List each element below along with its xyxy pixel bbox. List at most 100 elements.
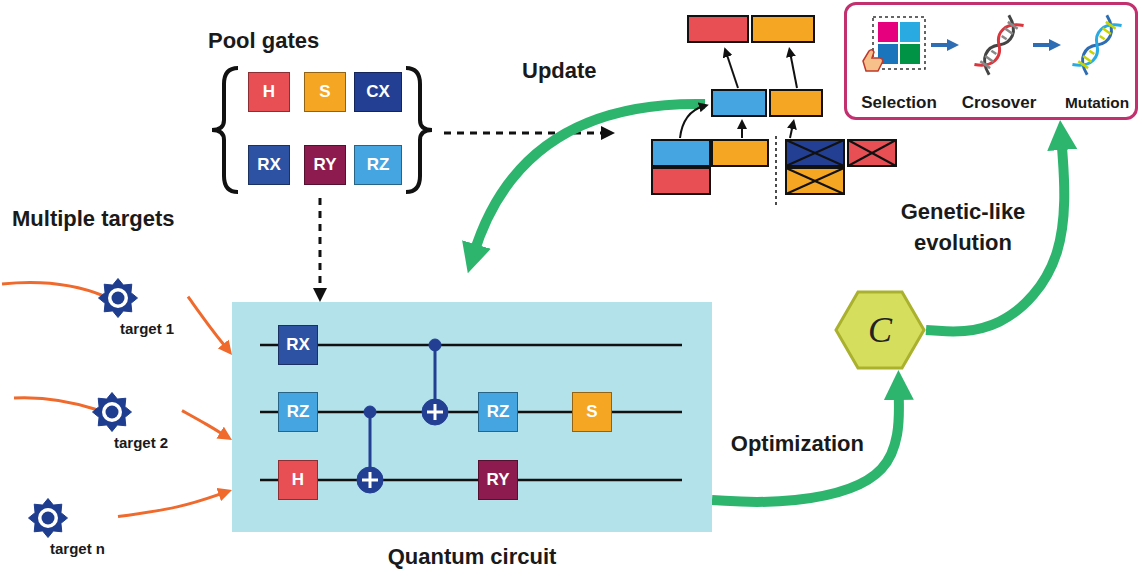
gate-label: H xyxy=(263,82,275,102)
gate-blocks-part xyxy=(848,140,896,166)
evolution-box-art-part xyxy=(1072,15,1121,74)
target-icon: target 2 xyxy=(92,392,182,454)
target-arrow xyxy=(182,411,225,436)
gate-blocks-part xyxy=(848,140,896,166)
dashed-arrow xyxy=(318,198,321,294)
gate-pool: Pool gatesHSCXRXRYRZ xyxy=(200,28,440,198)
gate-label: S xyxy=(319,82,330,102)
quantum-circuit-art-part xyxy=(429,339,441,351)
quantum-circuit-art-part xyxy=(357,339,448,493)
gate-label: RZ xyxy=(287,402,310,422)
hadamard-gate: H xyxy=(248,72,290,112)
gate-blocks-part xyxy=(848,140,896,166)
quantum-circuit-art-part xyxy=(422,399,448,425)
evolution-box-art-part xyxy=(1033,43,1055,47)
block-arrows-part xyxy=(790,124,793,138)
rotation-gate: RZ xyxy=(354,145,402,185)
block-arrows-part xyxy=(680,106,704,138)
dashed-arrow xyxy=(444,132,607,135)
evolution-box-art-part xyxy=(980,22,1017,68)
rotation-gate: RX xyxy=(248,145,290,185)
block-arrows-part xyxy=(741,124,743,138)
target-trail xyxy=(14,398,98,410)
gate-blocks-part xyxy=(786,168,844,194)
gate-blocks-part xyxy=(786,168,844,194)
gate-blocks-part xyxy=(652,140,710,166)
block-arrows-part xyxy=(726,52,738,88)
evolution-box-art-part xyxy=(974,15,1023,74)
target-arrow xyxy=(118,493,224,517)
evolution-box-art-part xyxy=(1072,15,1121,74)
gate-label: RZ xyxy=(487,402,510,422)
target-icon-art-part xyxy=(29,499,68,538)
evolution-box-art-part xyxy=(974,15,1023,74)
quantum-circuit-art-part xyxy=(260,344,682,347)
cnot-gate: CX xyxy=(354,72,402,112)
gate-blocks-part xyxy=(786,140,844,166)
gate-label: S xyxy=(586,402,597,422)
evolution-box-art-part xyxy=(1008,22,1018,29)
block-arrows xyxy=(680,52,797,138)
evolution-box-art-part xyxy=(900,22,920,42)
target-icon-art-part xyxy=(108,288,128,308)
target-icon: target 1 xyxy=(98,278,188,340)
gate-label: RY xyxy=(487,470,510,490)
quantum-circuit-art-part xyxy=(364,406,376,418)
gate-pool-art-part xyxy=(406,68,432,192)
evolution-box: Selection Crosover Mutation xyxy=(844,2,1138,120)
quantum-circuit-art-part xyxy=(260,345,682,480)
target-trail xyxy=(2,283,104,297)
evo-text: Crosover xyxy=(962,93,1037,113)
quantum-circuit-art-part xyxy=(260,411,682,414)
caption-label: Multiple targets xyxy=(10,206,177,232)
evolution-box-art-part xyxy=(985,56,993,62)
evolution-box-art-part xyxy=(1005,28,1013,34)
target-icon-art-part xyxy=(93,393,132,432)
gate-blocks-part xyxy=(786,140,844,166)
evolution-box-art-part xyxy=(980,61,990,68)
phase-gate: S xyxy=(572,392,612,432)
target-icon-art-part xyxy=(99,279,138,318)
rotation-gate: RY xyxy=(304,145,346,185)
target-icon: target n xyxy=(28,498,118,560)
quantum-circuit-art-part xyxy=(369,472,372,488)
target-icon-art-part xyxy=(112,292,125,305)
gate-blocks-part xyxy=(786,140,844,166)
evo-text: Mutation xyxy=(1065,93,1129,113)
evo-text: Selection xyxy=(861,93,937,113)
cost-hexagon: C xyxy=(834,290,926,370)
gate-blocks-part xyxy=(652,168,710,194)
gate-label: RX xyxy=(286,335,310,355)
rotation-gate: RZ xyxy=(478,392,518,432)
hex-text: C xyxy=(868,309,892,351)
evolution-box-art-part xyxy=(991,51,996,54)
gate-label: RX xyxy=(257,155,281,175)
evolution-box-art-part xyxy=(1106,22,1116,29)
gate-label: RY xyxy=(314,155,337,175)
gate-label: CX xyxy=(366,82,390,102)
evolution-box-art-part xyxy=(974,15,1023,74)
evolution-box-art-part xyxy=(1002,36,1007,39)
quantum-circuit-art-part xyxy=(434,404,437,420)
target-arrow xyxy=(188,297,227,349)
target-icon-art-part xyxy=(38,508,58,528)
gate-label: H xyxy=(292,470,304,490)
evolution-box-art-part xyxy=(1078,61,1088,68)
block-arrows-part xyxy=(790,52,797,88)
evolution-box-art-part xyxy=(1103,28,1111,34)
evolution-box-art-part xyxy=(1089,51,1094,54)
quantum-circuit-art-part xyxy=(362,404,443,488)
rotation-gate: RZ xyxy=(278,392,318,432)
evolution-box-art-part xyxy=(1100,36,1105,39)
gate-blocks-part xyxy=(712,90,766,116)
flow-arrow xyxy=(712,388,899,502)
gate-blocks-part xyxy=(712,140,768,166)
evolution-box-art-part xyxy=(1078,22,1115,68)
separator-line xyxy=(775,136,777,206)
caption-label: Update xyxy=(520,58,599,84)
edge-label: Genetic-like evolution xyxy=(886,196,1040,258)
edge-label: Optimization xyxy=(729,428,866,459)
quantum-circuit-art-part xyxy=(357,467,383,493)
target-icon-art-part xyxy=(102,402,122,422)
target-icon-art xyxy=(92,392,132,432)
